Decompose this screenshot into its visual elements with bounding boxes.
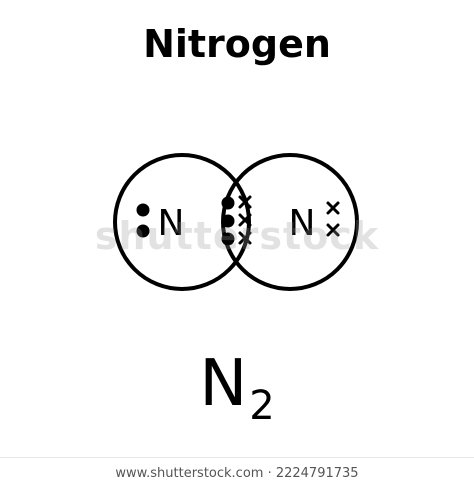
shared-electron-dot xyxy=(221,196,235,210)
shared-electron-dot xyxy=(221,232,235,246)
shared-electron-cross xyxy=(238,213,252,227)
diagram-title: Nitrogen xyxy=(143,22,331,66)
watermark: shutterstock xyxy=(94,214,380,258)
right-lone-pair-cross xyxy=(326,201,340,215)
shared-electron-cross xyxy=(238,195,252,209)
right-atom-symbol: N xyxy=(289,203,316,244)
left-atom-symbol: N xyxy=(158,203,185,244)
left-lone-pair-electron xyxy=(136,203,150,217)
formula-subscript: 2 xyxy=(249,383,275,429)
formula-element: N xyxy=(199,347,248,421)
right-lone-pair-cross xyxy=(326,223,340,237)
left-lone-pair-electron xyxy=(136,224,150,238)
chemical-formula: N2 xyxy=(0,352,474,426)
shared-electron-dot xyxy=(221,214,235,228)
shared-electron-cross xyxy=(238,231,252,245)
stock-footer: www.shutterstock.com · 2224791735 xyxy=(0,457,474,490)
